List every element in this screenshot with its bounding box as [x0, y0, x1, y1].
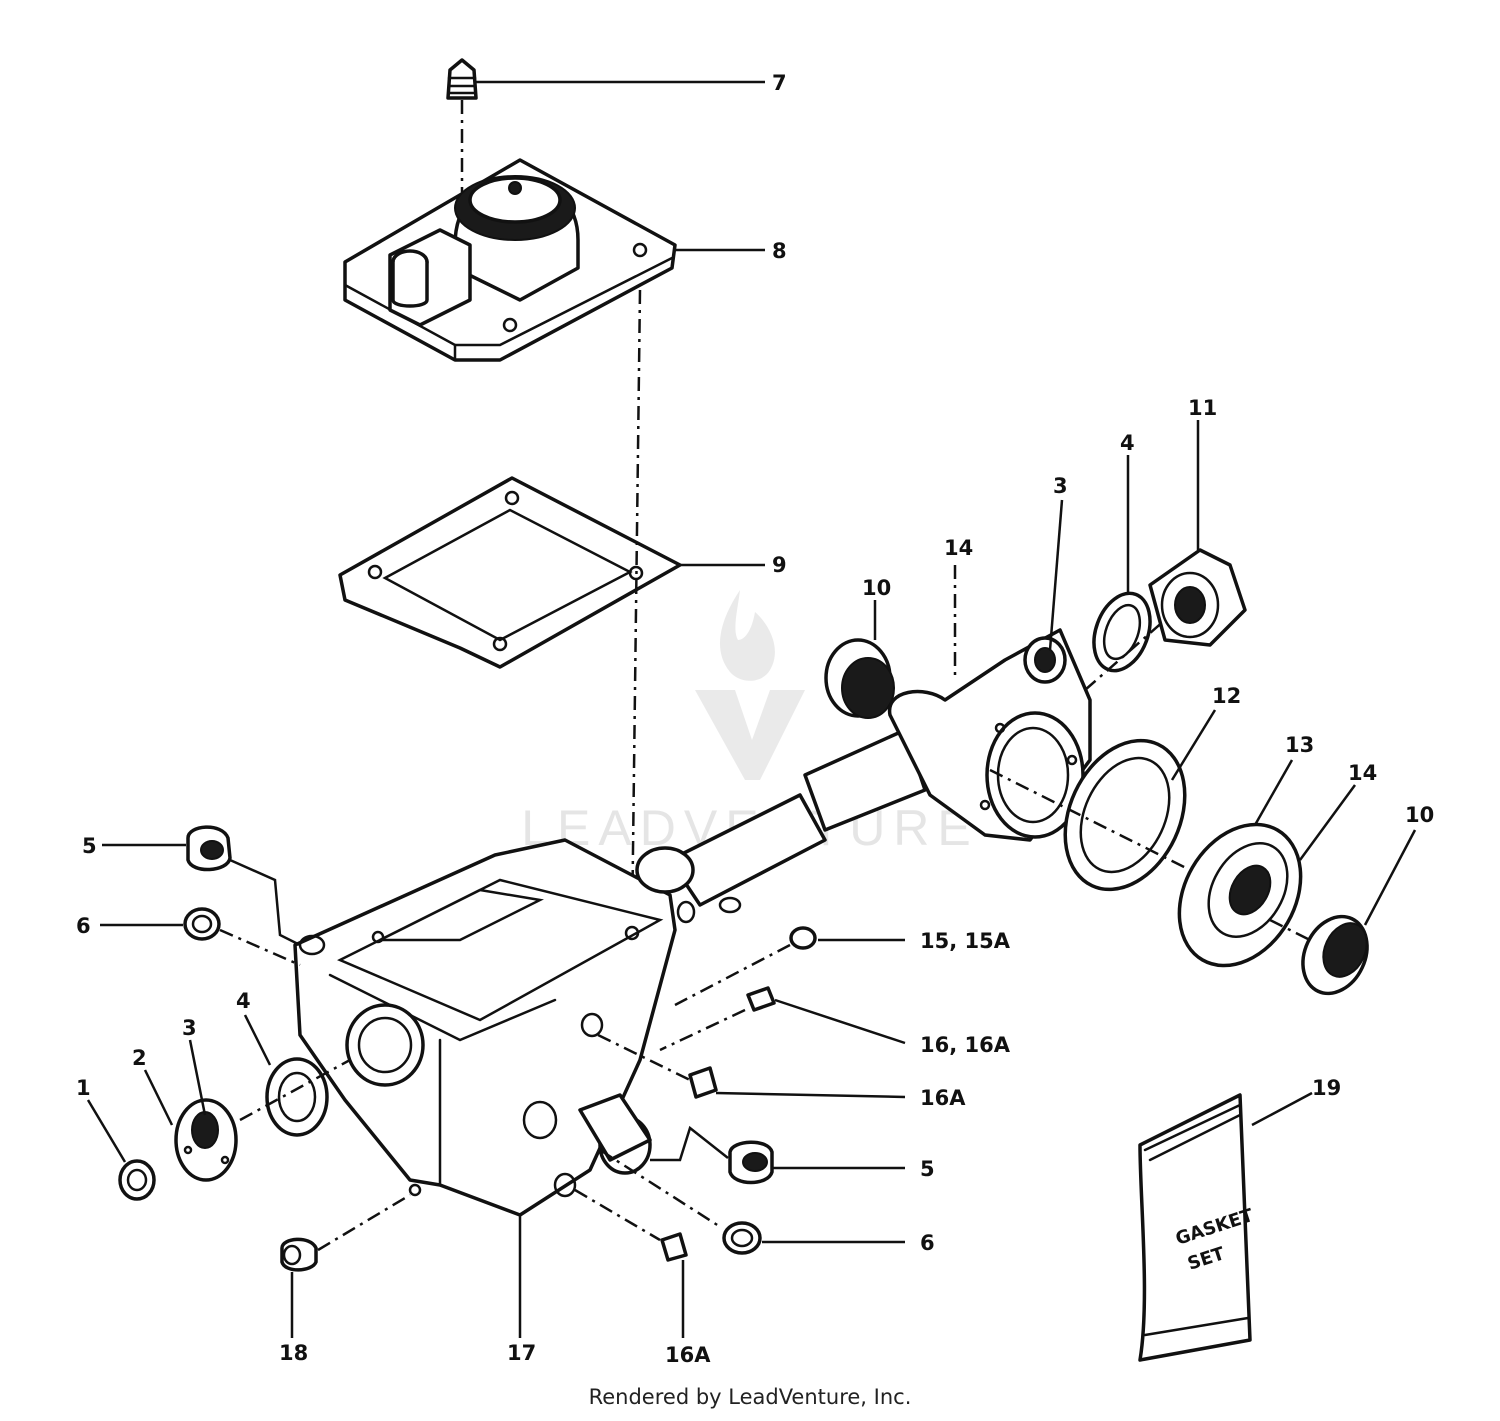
callout-19: 19: [1312, 1076, 1341, 1100]
part-16-plug: [659, 986, 906, 1052]
part-10-bearing-upper: [824, 638, 895, 719]
part-6-oring-upper: [100, 907, 301, 967]
callout-16-16a: 16, 16A: [920, 1033, 1011, 1057]
callout-18: 18: [279, 1341, 308, 1365]
part-4-spacer-lower: [239, 1014, 351, 1137]
callout-11: 11: [1188, 396, 1217, 420]
callout-8: 8: [772, 239, 787, 263]
callout-3-upper: 3: [1053, 474, 1068, 498]
part-6-oring-lower: [599, 1148, 905, 1255]
part-15-washer: [674, 926, 905, 1007]
alignment-line-cover: [630, 289, 642, 931]
callout-4-upper: 4: [1120, 431, 1135, 455]
callout-5-upper: 5: [82, 834, 97, 858]
callout-9: 9: [772, 553, 787, 577]
callout-17: 17: [507, 1341, 536, 1365]
callout-4-lower: 4: [236, 989, 251, 1013]
callout-16a-upper: 16A: [920, 1086, 966, 1110]
part-1-nut: [86, 1099, 156, 1201]
callout-14-upper: 14: [944, 536, 973, 560]
part-16a-plug-lower: [574, 1188, 688, 1338]
alignment-line-upper-axle: [1084, 619, 1166, 691]
part-2-flange: [143, 1069, 238, 1182]
callout-14-lower: 14: [1348, 761, 1377, 785]
callout-10-upper: 10: [862, 576, 891, 600]
callout-1: 1: [76, 1076, 91, 1100]
part-9-gasket: [338, 476, 682, 669]
callout-16a-lower: 16A: [665, 1343, 711, 1367]
callout-7: 7: [772, 71, 787, 95]
callout-6-upper: 6: [76, 914, 91, 938]
part-14-axle-housing: [668, 565, 1092, 907]
part-3-seal-upper: [1048, 499, 1064, 651]
callout-15-15a: 15, 15A: [920, 929, 1011, 953]
callout-13: 13: [1285, 733, 1314, 757]
part-13-end-cap: [1177, 759, 1357, 968]
part-18-plug: [280, 1193, 411, 1338]
callout-5-lower: 5: [920, 1157, 935, 1181]
callout-6-lower: 6: [920, 1231, 935, 1255]
part-5-seal-upper: [102, 825, 301, 947]
alignment-line-lower-axle: [989, 768, 1191, 872]
part-11-bearing-flange: [1148, 420, 1247, 647]
part-16a-plug-upper: [597, 1033, 906, 1099]
part-7-set-screw: [446, 58, 478, 205]
part-4-spacer-upper: [1092, 455, 1152, 673]
footer-credit: Rendered by LeadVenture, Inc.: [588, 1385, 912, 1409]
callout-10-lower: 10: [1405, 803, 1434, 827]
callout-3-lower: 3: [182, 1016, 197, 1040]
part-8-gear-cover: [343, 158, 677, 362]
part-10-bearing-lower: [1269, 829, 1417, 996]
callout-12: 12: [1212, 684, 1241, 708]
part-5-seal-lower: [650, 1125, 905, 1185]
part-3-seal-lower: [188, 1039, 207, 1116]
callout-2: 2: [132, 1046, 147, 1070]
part-17-gear-housing: [293, 838, 742, 1338]
part-19-gasket-set-bag: GASKET SET: [1138, 1091, 1313, 1362]
